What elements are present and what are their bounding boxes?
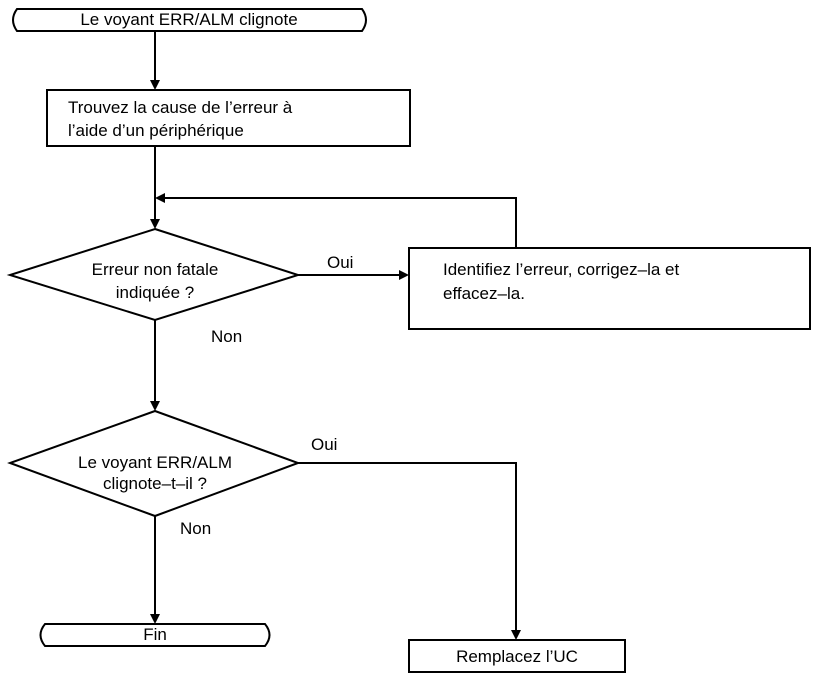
decision-nonfatal-line-1: Erreur non fatale xyxy=(92,260,219,279)
decision-blinking-line-1: Le voyant ERR/ALM xyxy=(78,453,232,472)
decision-nonfatal-error: Erreur non fatale indiquée ? xyxy=(6,227,302,322)
process-identify-error: Identifiez l’erreur, corrigez–la et effa… xyxy=(408,247,811,330)
decision-nonfatal-yes-label: Oui xyxy=(327,253,353,272)
process-find-cause: Trouvez la cause de l’erreur à l’aide d’… xyxy=(46,89,411,147)
find-cause-line-2: l’aide d’un périphérique xyxy=(68,121,244,140)
start-terminator: Le voyant ERR/ALM clignote xyxy=(12,8,367,32)
connector-nonfatal-no: Non xyxy=(150,320,242,411)
find-cause-line-1: Trouvez la cause de l’erreur à xyxy=(68,98,293,117)
decision-blinking-no-label: Non xyxy=(180,519,211,538)
decision-nonfatal-no-label: Non xyxy=(211,327,242,346)
decision-blinking-yes-label: Oui xyxy=(311,435,337,454)
end-terminator: Fin xyxy=(39,623,271,647)
start-label: Le voyant ERR/ALM clignote xyxy=(80,10,297,29)
connector-start-to-find-cause xyxy=(150,31,160,90)
connector-find-cause-to-decision xyxy=(150,146,160,229)
end-label: Fin xyxy=(143,625,167,644)
identify-line-2: effacez–la. xyxy=(443,284,525,303)
connector-blinking-no: Non xyxy=(150,516,211,624)
decision-nonfatal-line-2: indiquée ? xyxy=(116,283,194,302)
connector-nonfatal-yes: Oui xyxy=(298,253,409,280)
replace-cpu-label: Remplacez l’UC xyxy=(456,647,578,666)
decision-blinking-line-2: clignote–t–il ? xyxy=(103,474,207,493)
identify-line-1: Identifiez l’erreur, corrigez–la et xyxy=(443,260,680,279)
process-replace-cpu: Remplacez l’UC xyxy=(408,639,626,673)
connector-loop-back xyxy=(155,193,517,248)
decision-led-blinking: Le voyant ERR/ALM clignote–t–il ? xyxy=(7,409,301,518)
connector-blinking-yes: Oui xyxy=(298,435,521,640)
